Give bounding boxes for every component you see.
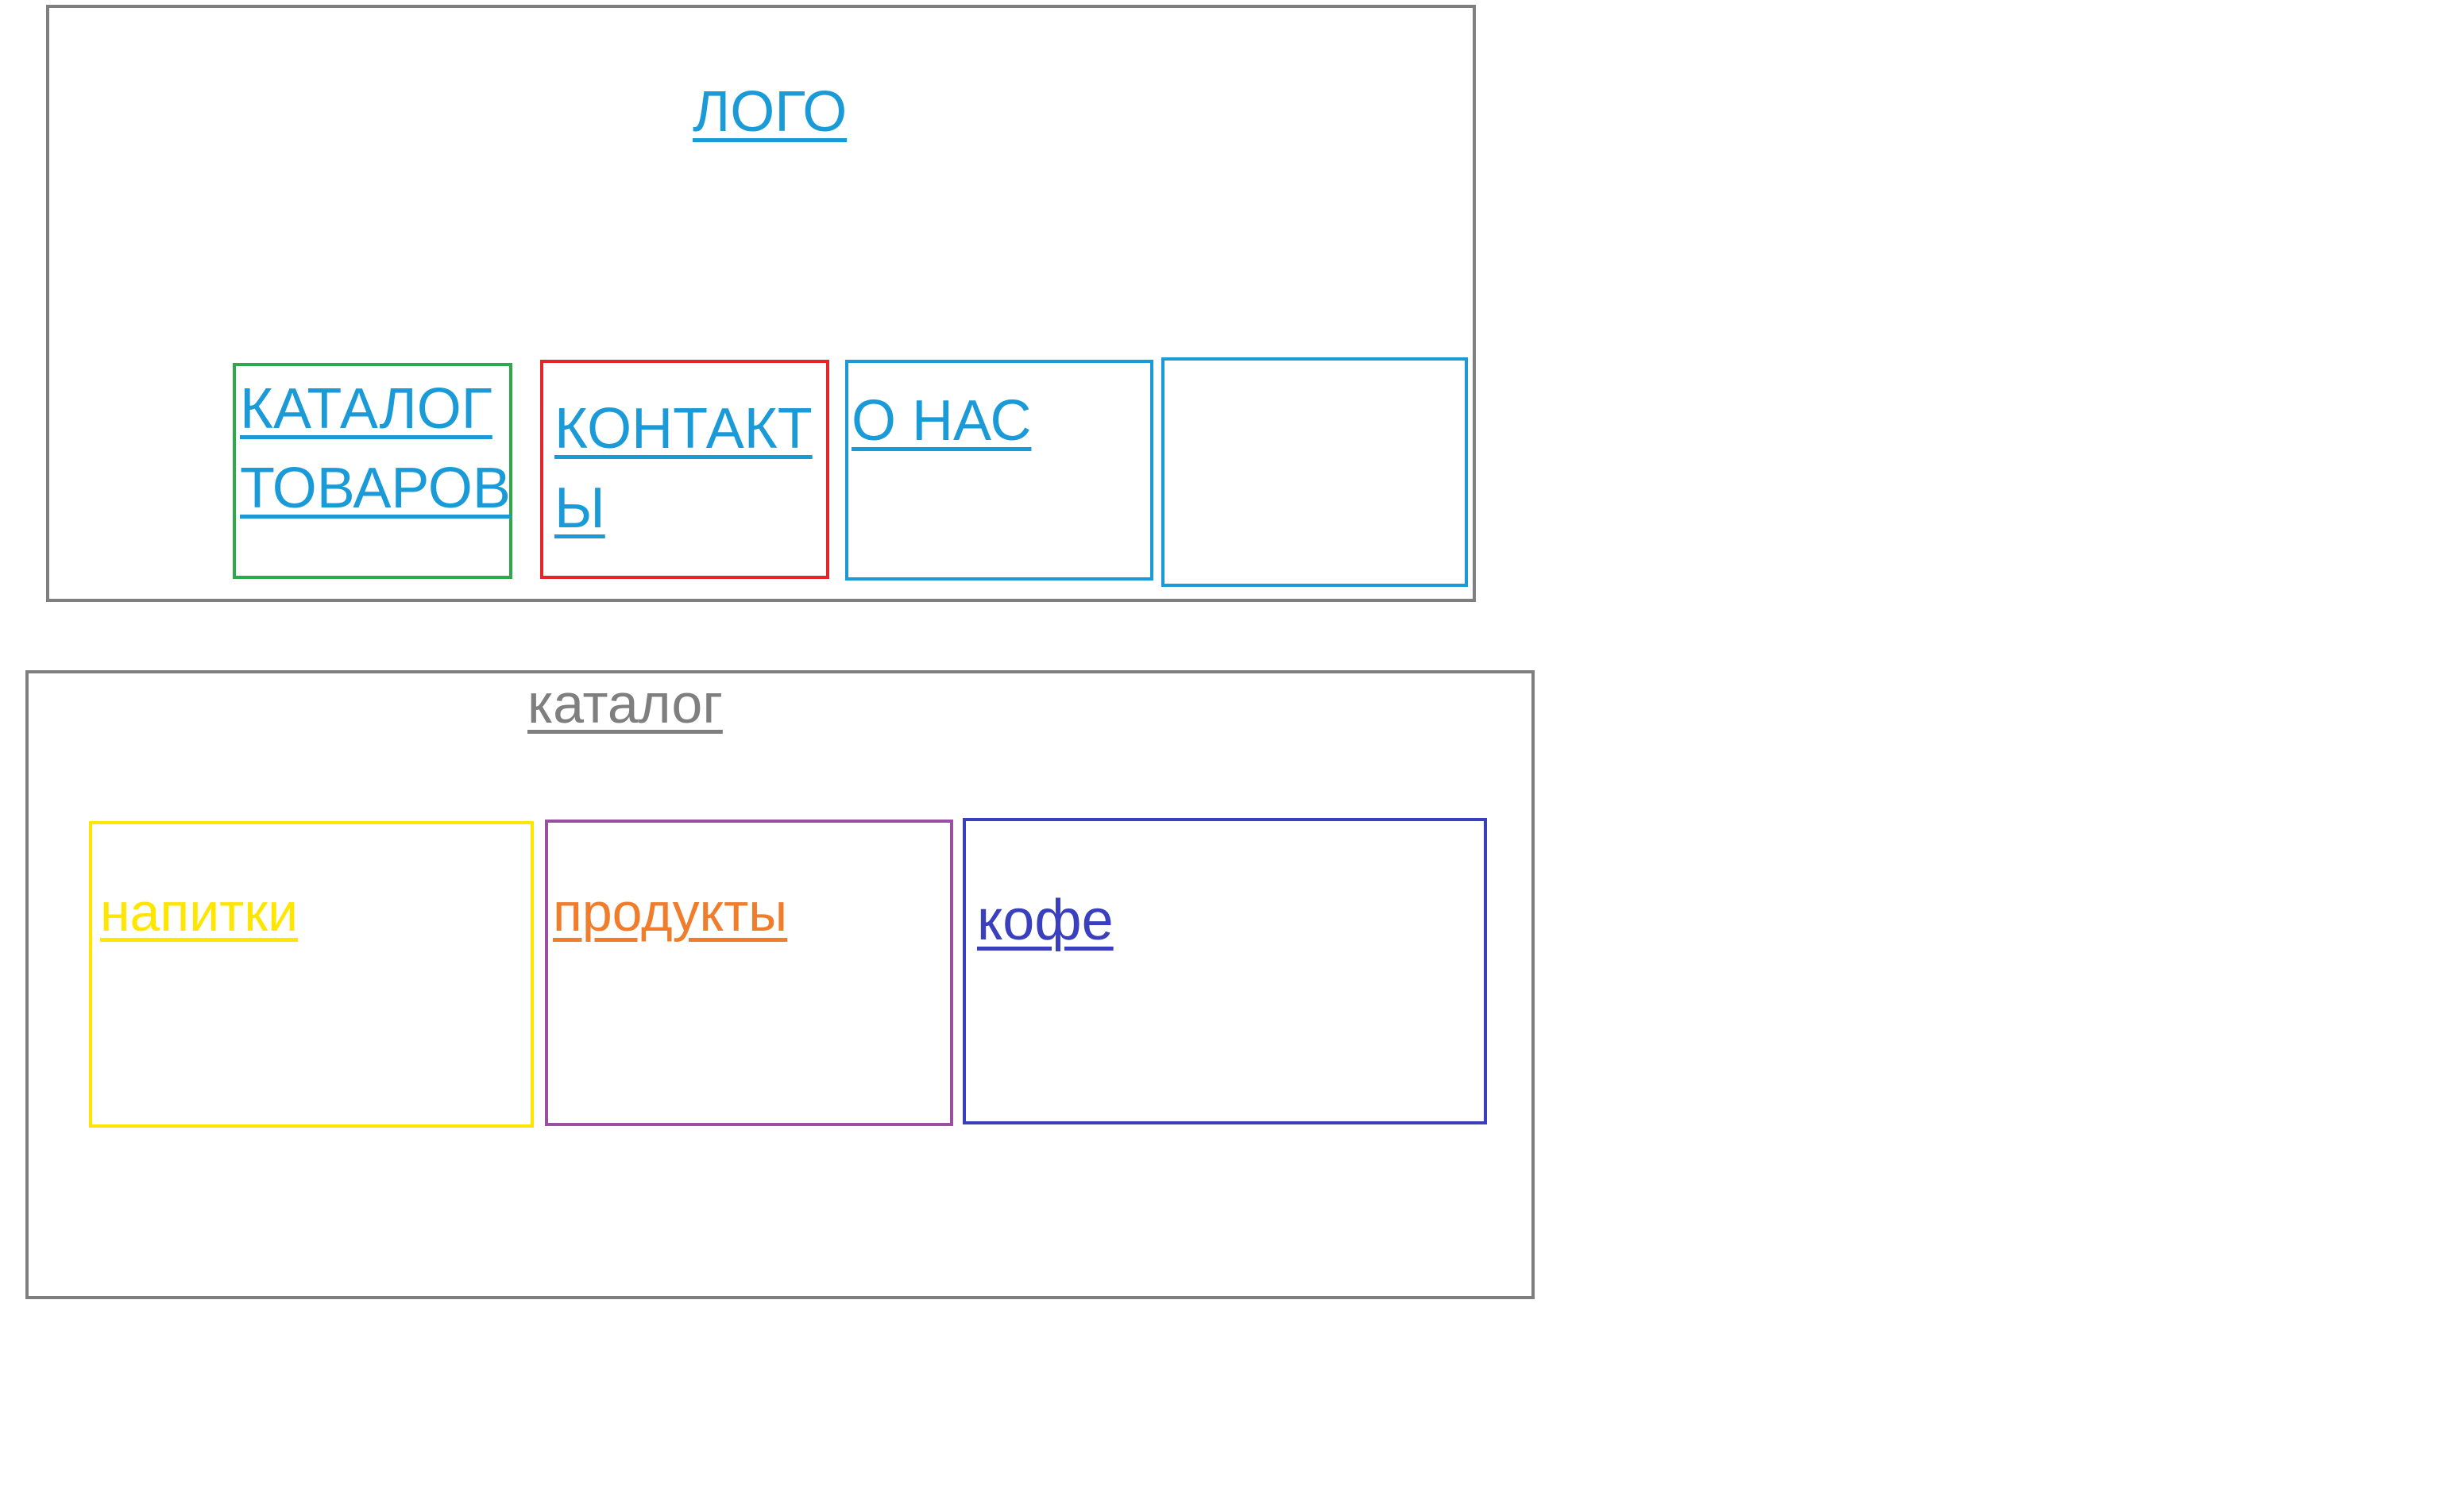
catalog-link-drinks[interactable]: напитки — [100, 882, 299, 943]
nav-link-contacts-line-1: КОНТАКТ — [554, 397, 813, 461]
catalog-box-products[interactable] — [545, 820, 953, 1126]
catalog-frame — [25, 670, 1535, 1299]
nav-link-contacts-line-2: Ы — [554, 476, 605, 540]
catalog-link-coffee[interactable]: кофе — [977, 889, 1114, 952]
catalog-title-link[interactable]: каталог — [527, 673, 723, 735]
nav-link-catalog-line-1: КАТАЛОГ — [240, 377, 492, 441]
nav-link-about[interactable]: О НАС — [852, 389, 1032, 453]
nav-link-catalog[interactable]: КАТАЛОГ ТОВАРОВ — [240, 369, 511, 528]
nav-link-contacts[interactable]: КОНТАКТ Ы — [554, 389, 813, 548]
header-frame — [46, 5, 1476, 602]
logo-link[interactable]: ЛОГО — [693, 80, 848, 144]
catalog-link-products[interactable]: продукты — [553, 882, 788, 943]
nav-box-about[interactable] — [845, 360, 1153, 580]
catalog-box-drinks[interactable] — [89, 821, 534, 1128]
nav-box-empty[interactable] — [1161, 357, 1468, 587]
nav-link-catalog-line-2: ТОВАРОВ — [240, 457, 511, 520]
nav-box-catalog[interactable] — [233, 363, 512, 579]
nav-box-contacts[interactable] — [540, 360, 829, 579]
catalog-box-coffee[interactable] — [963, 818, 1487, 1124]
